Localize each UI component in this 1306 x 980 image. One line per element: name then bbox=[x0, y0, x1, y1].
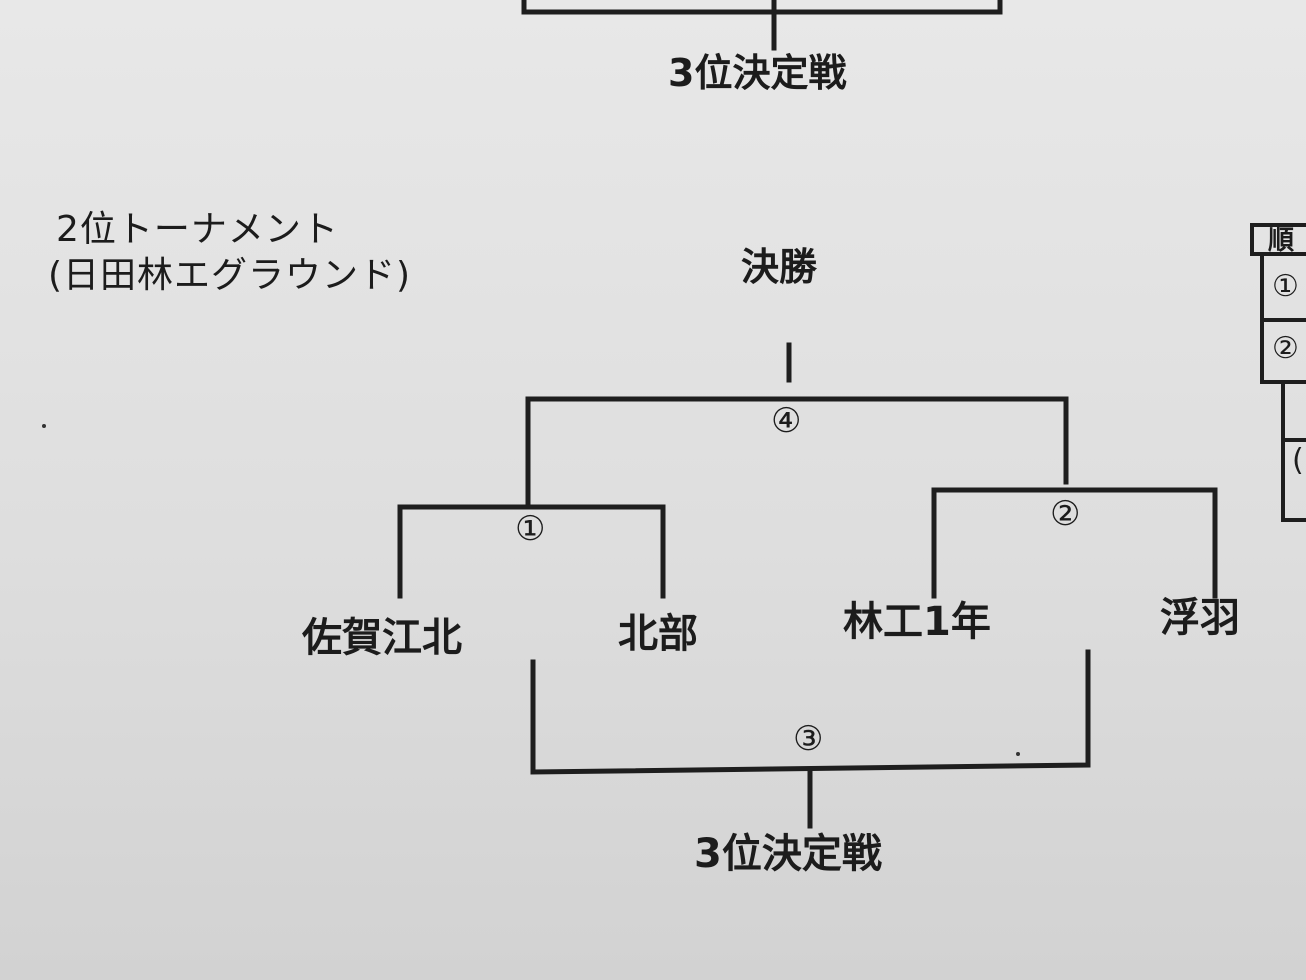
top-fragment-bracket bbox=[521, 0, 1003, 15]
top-third-place-label: 3位決定戦 bbox=[668, 51, 847, 95]
side-table-row-1: ① bbox=[1272, 269, 1299, 304]
side-table-frame bbox=[1250, 223, 1306, 256]
tournament-title: 2位トーナメント bbox=[56, 209, 339, 250]
side-table-row-2: ② bbox=[1272, 331, 1299, 366]
tournament-venue: (日田林エグラウンド) bbox=[48, 255, 412, 296]
team-rinko-1nen: 林工1年 bbox=[843, 599, 991, 645]
ink-dot bbox=[42, 424, 46, 428]
team-hokubu: 北部 bbox=[618, 611, 698, 657]
team-saga-kohoku: 佐賀江北 bbox=[302, 615, 462, 661]
side-table-header: 順 bbox=[1268, 226, 1295, 256]
ink-dot bbox=[1016, 752, 1020, 756]
team-ukiha: 浮羽 bbox=[1160, 595, 1240, 641]
side-table-row-4: ( bbox=[1292, 443, 1304, 478]
match-1-marker: ① bbox=[515, 509, 546, 549]
match-3-marker: ③ bbox=[793, 719, 824, 759]
match-2-bracket bbox=[931, 487, 1218, 599]
final-label: 決勝 bbox=[741, 245, 818, 289]
match-2-marker: ② bbox=[1050, 494, 1081, 534]
match-4-marker: ④ bbox=[771, 401, 802, 441]
match-1-bracket bbox=[397, 504, 666, 599]
third-place-label: 3位決定戦 bbox=[694, 831, 882, 877]
match-4-bracket bbox=[525, 396, 1069, 485]
